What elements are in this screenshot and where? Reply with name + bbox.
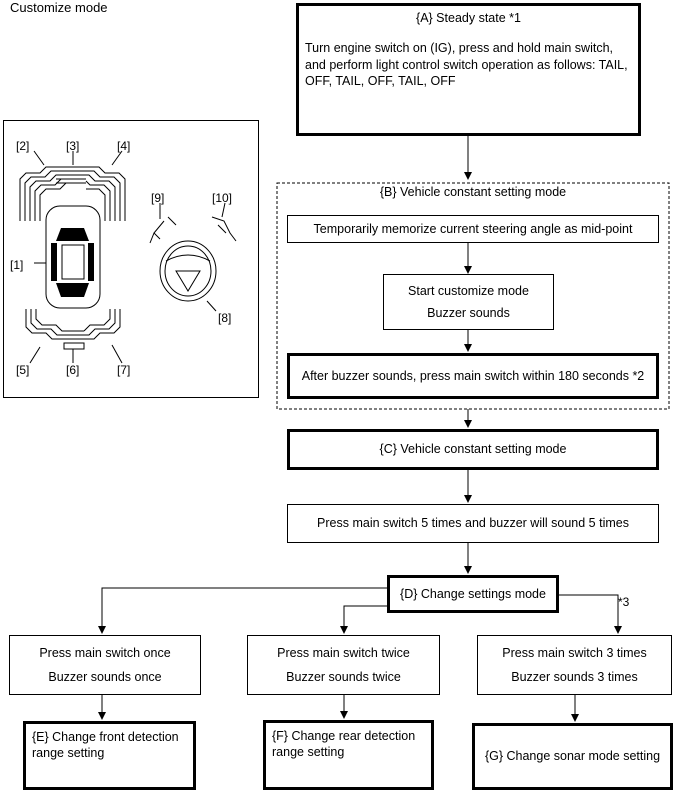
- arrow-d-to-branch-e: [98, 587, 387, 634]
- memorize-text: Temporarily memorize current steering an…: [313, 221, 633, 236]
- step-a-title: {A} Steady state *1: [416, 11, 521, 25]
- start-customize-box: Start customize mode Buzzer sounds: [383, 274, 554, 330]
- steering-wheel-icon: [149, 216, 237, 302]
- press-5-times-box: Press main switch 5 times and buzzer wil…: [287, 504, 659, 543]
- step-d-box: {D} Change settings mode: [387, 575, 559, 613]
- step-c-box: {C} Vehicle constant setting mode: [287, 429, 659, 470]
- illustration-panel: [1] [2] [3] [4] [5] [6] [7] [8] [9] [10]: [3, 120, 259, 398]
- step-d-title: {D} Change settings mode: [400, 586, 546, 601]
- callout-5: [5]: [16, 363, 30, 377]
- result-f-text: {F} Change rear detection range setting: [272, 729, 416, 760]
- branch-f-box: Press main switch twice Buzzer sounds tw…: [247, 635, 440, 695]
- step-a-body: Turn engine switch on (IG), press and ho…: [305, 41, 628, 88]
- callout-6: [6]: [66, 363, 80, 377]
- step-a-box: {A} Steady state *1 Turn engine switch o…: [296, 3, 641, 136]
- callout-4: [4]: [117, 139, 131, 153]
- callout-10: [10]: [212, 191, 233, 205]
- result-g-text: {G} Change sonar mode setting: [484, 749, 661, 764]
- callout-1: [1]: [10, 258, 24, 272]
- branch-g-buzzer-text: Buzzer sounds 3 times: [511, 670, 638, 684]
- start-customize-text: Start customize mode: [408, 283, 529, 298]
- callout-3: [3]: [66, 139, 80, 153]
- branch-f-buzzer-text: Buzzer sounds twice: [286, 670, 401, 684]
- branch-f-press-text: Press main switch twice: [277, 645, 410, 660]
- callout-2: [2]: [16, 139, 30, 153]
- branch-e-buzzer-text: Buzzer sounds once: [48, 670, 162, 684]
- branch-g-press-text: Press main switch 3 times: [502, 645, 647, 660]
- step-b-title: {B} Vehicle constant setting mode: [379, 185, 567, 199]
- callout-leaders: [29, 150, 226, 364]
- branch-g-box: Press main switch 3 times Buzzer sounds …: [477, 635, 672, 695]
- mode-b-dashed-border: [276, 182, 670, 410]
- car-top-view: [45, 205, 101, 309]
- result-e-text: {E} Change front detection range setting: [32, 730, 179, 761]
- branch-e-box: Press main switch once Buzzer sounds onc…: [9, 635, 201, 695]
- vehicle-sensor-illustration: [19, 150, 237, 364]
- buzzer-sounds-text: Buzzer sounds: [427, 306, 510, 320]
- step-c-title: {C} Vehicle constant setting mode: [379, 442, 567, 457]
- callout-9: [9]: [151, 191, 165, 205]
- memorize-box: Temporarily memorize current steering an…: [287, 215, 659, 243]
- result-g-box: {G} Change sonar mode setting: [472, 723, 673, 790]
- after-buzzer-text: After buzzer sounds, press main switch w…: [301, 368, 645, 383]
- callout-7: [7]: [117, 363, 131, 377]
- arrow-d-to-branch-g: [559, 594, 622, 634]
- note-3-label: *3: [618, 595, 630, 609]
- rear-sensor-arcs: [25, 309, 121, 350]
- page-title: Customize mode: [10, 0, 108, 15]
- after-buzzer-box: After buzzer sounds, press main switch w…: [287, 353, 659, 399]
- callout-8: [8]: [218, 311, 232, 325]
- branch-e-press-text: Press main switch once: [39, 645, 171, 660]
- result-e-box: {E} Change front detection range setting: [23, 721, 196, 790]
- result-f-box: {F} Change rear detection range setting: [263, 720, 434, 790]
- arrow-d-to-branch-f: [340, 605, 387, 634]
- press-5-times-text: Press main switch 5 times and buzzer wil…: [317, 516, 629, 531]
- front-sensor-arcs: [19, 166, 126, 221]
